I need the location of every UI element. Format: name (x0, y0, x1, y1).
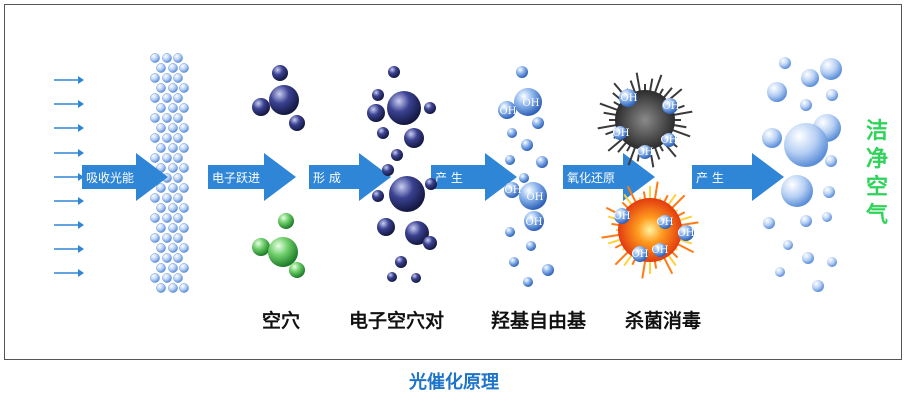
oh-label: OH (613, 128, 630, 139)
light-ray-arrow (54, 173, 84, 181)
process-arrow: 吸收光能 (82, 153, 168, 201)
oh-label: OH (652, 245, 669, 256)
hole-cluster-green (252, 213, 305, 278)
stage-label-hole: 空穴 (262, 310, 301, 332)
oh-label: OH (614, 211, 631, 222)
light-ray-arrow (54, 269, 84, 277)
light-ray-arrow (54, 124, 84, 132)
process-arrow: 产 生 (431, 153, 517, 201)
oh-label: OH (505, 185, 522, 196)
clean-air-char: 洁 (865, 119, 888, 144)
clean-air-char: 净 (865, 147, 888, 172)
clean-air-char: 气 (865, 203, 888, 228)
process-arrow: 产 生 (692, 153, 784, 201)
clean-air-char: 空 (865, 175, 888, 200)
oh-label: OH (663, 101, 680, 112)
process-arrow: 形 成 (309, 153, 391, 201)
oh-label: OH (678, 228, 695, 239)
oh-label: OH (527, 192, 544, 203)
electron-hole-pair-cluster (367, 66, 437, 283)
process-arrow-label: 氧化还原 (567, 171, 615, 185)
clean-air-molecules (762, 57, 842, 292)
oh-label: OH (621, 93, 638, 104)
light-ray-arrow (54, 197, 84, 205)
virus-burst-dark (597, 72, 693, 168)
process-arrow-label: 产 生 (435, 171, 463, 185)
stage-label-electron-hole-pair: 电子空穴对 (349, 310, 445, 332)
oh-label: OH (661, 135, 678, 146)
light-ray-arrow (54, 76, 84, 84)
process-arrow: 电子跃进 (208, 153, 296, 201)
oh-label: OH (657, 217, 674, 228)
process-arrow-label: 电子跃进 (212, 171, 260, 185)
light-ray-arrow (54, 221, 84, 229)
oh-label: OH (632, 249, 649, 260)
light-ray-arrow (54, 149, 84, 157)
catalyst-particle-wall (150, 53, 189, 293)
diagram-caption: 光催化原理 (409, 372, 499, 393)
process-arrow-label: 吸收光能 (86, 171, 134, 185)
stage-label-sterilize: 杀菌消毒 (625, 310, 702, 332)
oh-label: OH (523, 98, 540, 109)
light-arrows (54, 76, 84, 277)
hydroxyl-radical-cluster (498, 66, 554, 287)
clean-air-label: 洁 净 空 气 (862, 118, 892, 230)
virus-burst-orange (601, 181, 699, 279)
light-ray-arrow (54, 100, 84, 108)
light-ray-arrow (54, 245, 84, 253)
oh-label: OH (637, 147, 654, 158)
oh-label: OH (500, 106, 517, 117)
process-arrow: 氧化还原 (563, 153, 655, 201)
oh-label: OH (526, 217, 543, 228)
stage-label-hydroxyl-radical: 羟基自由基 (491, 310, 587, 332)
process-arrow-label: 形 成 (313, 171, 341, 185)
process-arrow-label: 产 生 (696, 171, 724, 185)
hole-cluster-dark (252, 65, 305, 131)
